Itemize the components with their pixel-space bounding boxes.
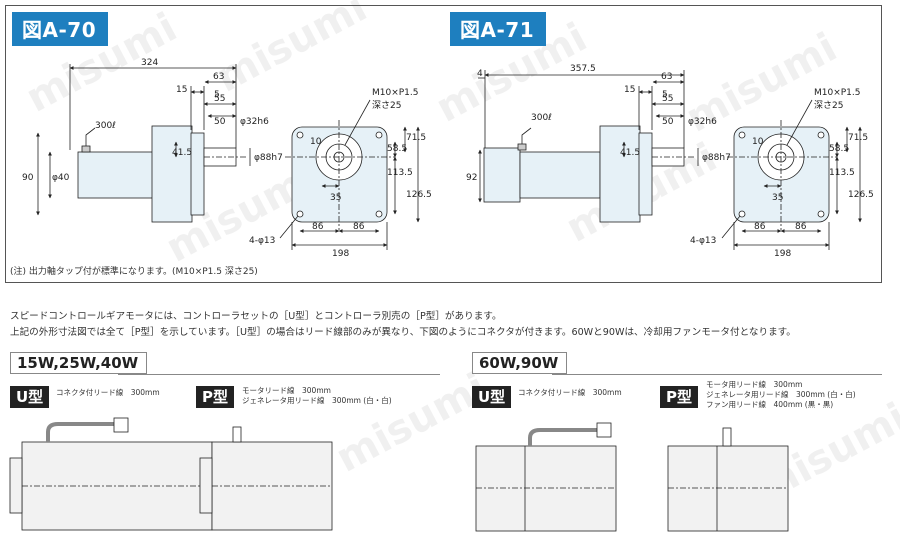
dim-113-5: 113.5 bbox=[387, 168, 413, 178]
dim-126-5: 126.5 bbox=[848, 190, 874, 200]
dim-324: 324 bbox=[141, 58, 158, 68]
motor-body-a70 bbox=[77, 151, 154, 199]
terminal-a70 bbox=[81, 145, 91, 153]
dim-58-5: 58.5 bbox=[829, 144, 849, 154]
dim-depth: 深さ25 bbox=[814, 100, 843, 111]
motor-body-a71 bbox=[519, 151, 601, 199]
dim-41-5: 41.5 bbox=[620, 148, 640, 158]
dim-63: 63 bbox=[213, 72, 224, 82]
gearhead-a71 bbox=[599, 125, 641, 223]
dim-198: 198 bbox=[332, 249, 349, 259]
dim-71-5: 71.5 bbox=[406, 133, 426, 143]
figure-tag-a70: 図A-70 bbox=[12, 12, 109, 46]
dim-5: 5 bbox=[662, 90, 668, 100]
dim-5: 5 bbox=[214, 90, 220, 100]
dim-198: 198 bbox=[774, 249, 791, 259]
dim-holes: 4-φ13 bbox=[690, 236, 716, 246]
dim-4: 4 bbox=[477, 69, 483, 79]
dim-86b: 86 bbox=[353, 222, 365, 232]
flange-a71 bbox=[638, 132, 653, 216]
connector-lead-u-large bbox=[528, 428, 598, 446]
dim-d32: φ32h6 bbox=[240, 117, 269, 127]
dim-50: 50 bbox=[214, 117, 226, 127]
description-line-1: スピードコントロールギアモータには、コントローラセットの［U型］とコントローラ別… bbox=[10, 311, 502, 322]
u-type-badge-large: U型 bbox=[472, 386, 512, 408]
fan-cover-a71 bbox=[483, 147, 521, 203]
u-type-badge-small: U型 bbox=[10, 386, 50, 408]
dim-90: 90 bbox=[22, 173, 34, 183]
dim-63: 63 bbox=[661, 72, 672, 82]
connector-lead-u-small bbox=[46, 422, 115, 442]
u-type-lead-large: コネクタ付リード線 300mm bbox=[518, 388, 622, 397]
dim-41-5: 41.5 bbox=[172, 148, 192, 158]
dim-d40: φ40 bbox=[52, 173, 70, 183]
description-line-2: 上記の外形寸法図では全て［P型］を示しています。［U型］の場合はリード線部のみが… bbox=[10, 327, 796, 338]
dim-86a: 86 bbox=[312, 222, 324, 232]
dim-d88: φ88h7 bbox=[254, 153, 283, 163]
dim-35: 35 bbox=[772, 193, 783, 203]
dim-92: 92 bbox=[466, 173, 477, 183]
dim-15: 15 bbox=[624, 85, 635, 95]
dim-55: 55 bbox=[662, 94, 673, 104]
p-type-badge-small: P型 bbox=[196, 386, 234, 408]
motor-p-large bbox=[667, 445, 789, 532]
dim-113-5: 113.5 bbox=[829, 168, 855, 178]
dim-lead: 300ℓ bbox=[95, 121, 116, 131]
flange-a70 bbox=[190, 132, 205, 216]
dim-357-5: 357.5 bbox=[570, 64, 596, 74]
group-title-small: 15W,25W,40W bbox=[10, 352, 148, 374]
dim-86b: 86 bbox=[795, 222, 807, 232]
dim-86a: 86 bbox=[754, 222, 766, 232]
dim-35: 35 bbox=[330, 193, 341, 203]
dim-10: 10 bbox=[310, 137, 322, 147]
dim-depth: 深さ25 bbox=[372, 100, 401, 111]
p-type-badge-large: P型 bbox=[660, 386, 698, 408]
dim-lead: 300ℓ bbox=[531, 113, 552, 123]
dim-10: 10 bbox=[752, 137, 764, 147]
dim-71-5: 71.5 bbox=[848, 133, 868, 143]
lead-wire-a70 bbox=[85, 127, 96, 146]
gearhead-a70 bbox=[151, 125, 193, 223]
dim-d88: φ88h7 bbox=[702, 153, 731, 163]
motor-u-large bbox=[475, 445, 617, 532]
p-type-lead-large: モータ用リード線 300mm ジェネレータ用リード線 300mm (白・白) フ… bbox=[706, 380, 856, 409]
dim-holes: 4-φ13 bbox=[249, 236, 275, 246]
terminal-a71 bbox=[517, 143, 527, 151]
dim-m10: M10×P1.5 bbox=[814, 88, 861, 98]
lead-exit-p-large bbox=[722, 427, 732, 447]
dim-15: 15 bbox=[176, 85, 187, 95]
dim-d32: φ32h6 bbox=[688, 117, 717, 127]
dim-m10: M10×P1.5 bbox=[372, 88, 419, 98]
dim-50: 50 bbox=[662, 117, 674, 127]
lead-exit-p-small bbox=[232, 426, 242, 443]
p-type-lead-small: モータリード線 300mm ジェネレータ用リード線 300mm (白・白) bbox=[242, 386, 392, 405]
lead-wire-a71 bbox=[521, 127, 532, 144]
group-rule-large bbox=[552, 374, 882, 375]
dim-55: 55 bbox=[214, 94, 225, 104]
connector-u-small bbox=[113, 417, 129, 433]
connector-u-large bbox=[596, 422, 612, 438]
drawing-frame bbox=[5, 5, 882, 283]
u-type-lead-small: コネクタ付リード線 300mm bbox=[56, 388, 160, 397]
dim-58-5: 58.5 bbox=[387, 144, 407, 154]
group-title-large: 60W,90W bbox=[472, 352, 568, 374]
dim-126-5: 126.5 bbox=[406, 190, 432, 200]
footnote: (注) 出力軸タップ付が標準になります。(M10×P1.5 深さ25) bbox=[10, 267, 258, 277]
figure-tag-a71: 図A-71 bbox=[450, 12, 547, 46]
group-rule-small bbox=[118, 374, 440, 375]
